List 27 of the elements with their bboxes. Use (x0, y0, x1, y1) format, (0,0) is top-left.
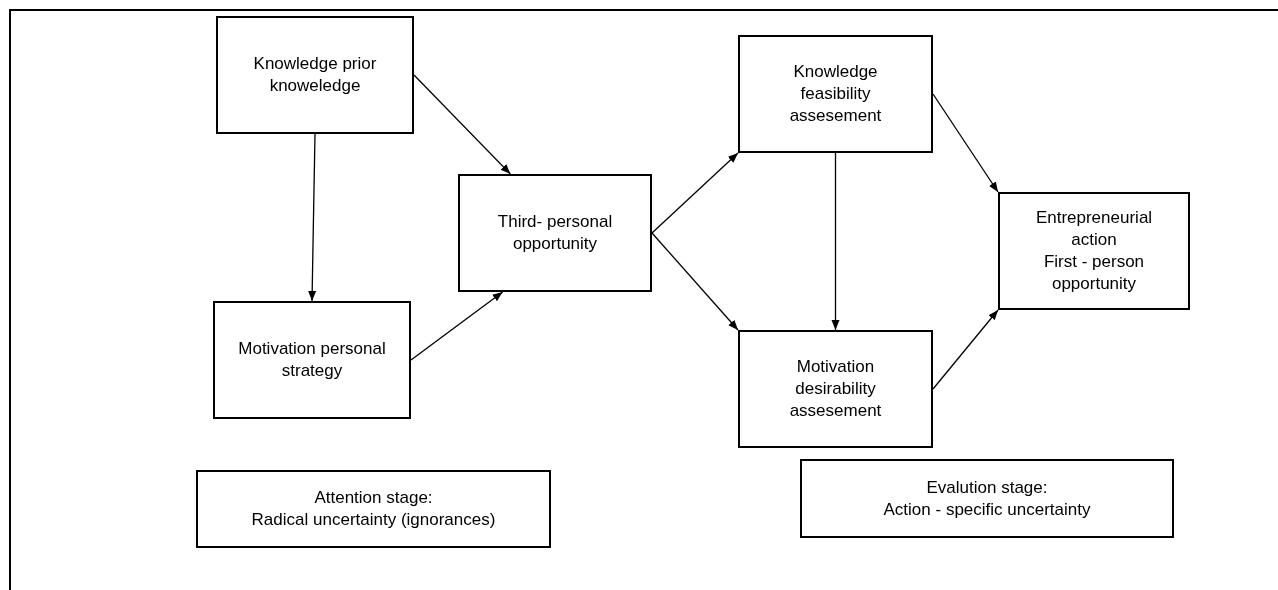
process-box (216, 16, 414, 134)
process-box (213, 301, 411, 419)
box-text: Knowledge prior knoweledge (252, 53, 378, 97)
process-box (458, 174, 652, 292)
box-text: Entrepreneurial action (1034, 207, 1154, 251)
box-text: Evalution stage: (926, 476, 1048, 499)
process-box (738, 330, 933, 448)
arrow (413, 74, 512, 175)
process-box (738, 35, 933, 153)
arrow (308, 133, 317, 302)
process-box (196, 470, 551, 548)
box-text: Action - specific uncertainty (883, 498, 1091, 521)
arrow (932, 309, 999, 390)
arrow (410, 291, 504, 361)
box-text: Motivation desirability assesement (788, 356, 883, 422)
box-text: Third- personal opportunity (496, 211, 614, 255)
arrow (651, 152, 739, 234)
process-box (800, 459, 1174, 538)
box-text: Attention stage: (314, 487, 433, 509)
process-box (998, 192, 1190, 310)
box-text: Motivation personal strategy (237, 338, 387, 382)
arrow (651, 232, 739, 331)
box-text: Knowledge feasibility assesement (788, 61, 883, 127)
arrow (831, 152, 840, 331)
arrow (932, 93, 999, 193)
box-text: Radical uncertainty (ignorances) (251, 509, 496, 531)
box-text: First - person opportunity (1042, 251, 1146, 295)
